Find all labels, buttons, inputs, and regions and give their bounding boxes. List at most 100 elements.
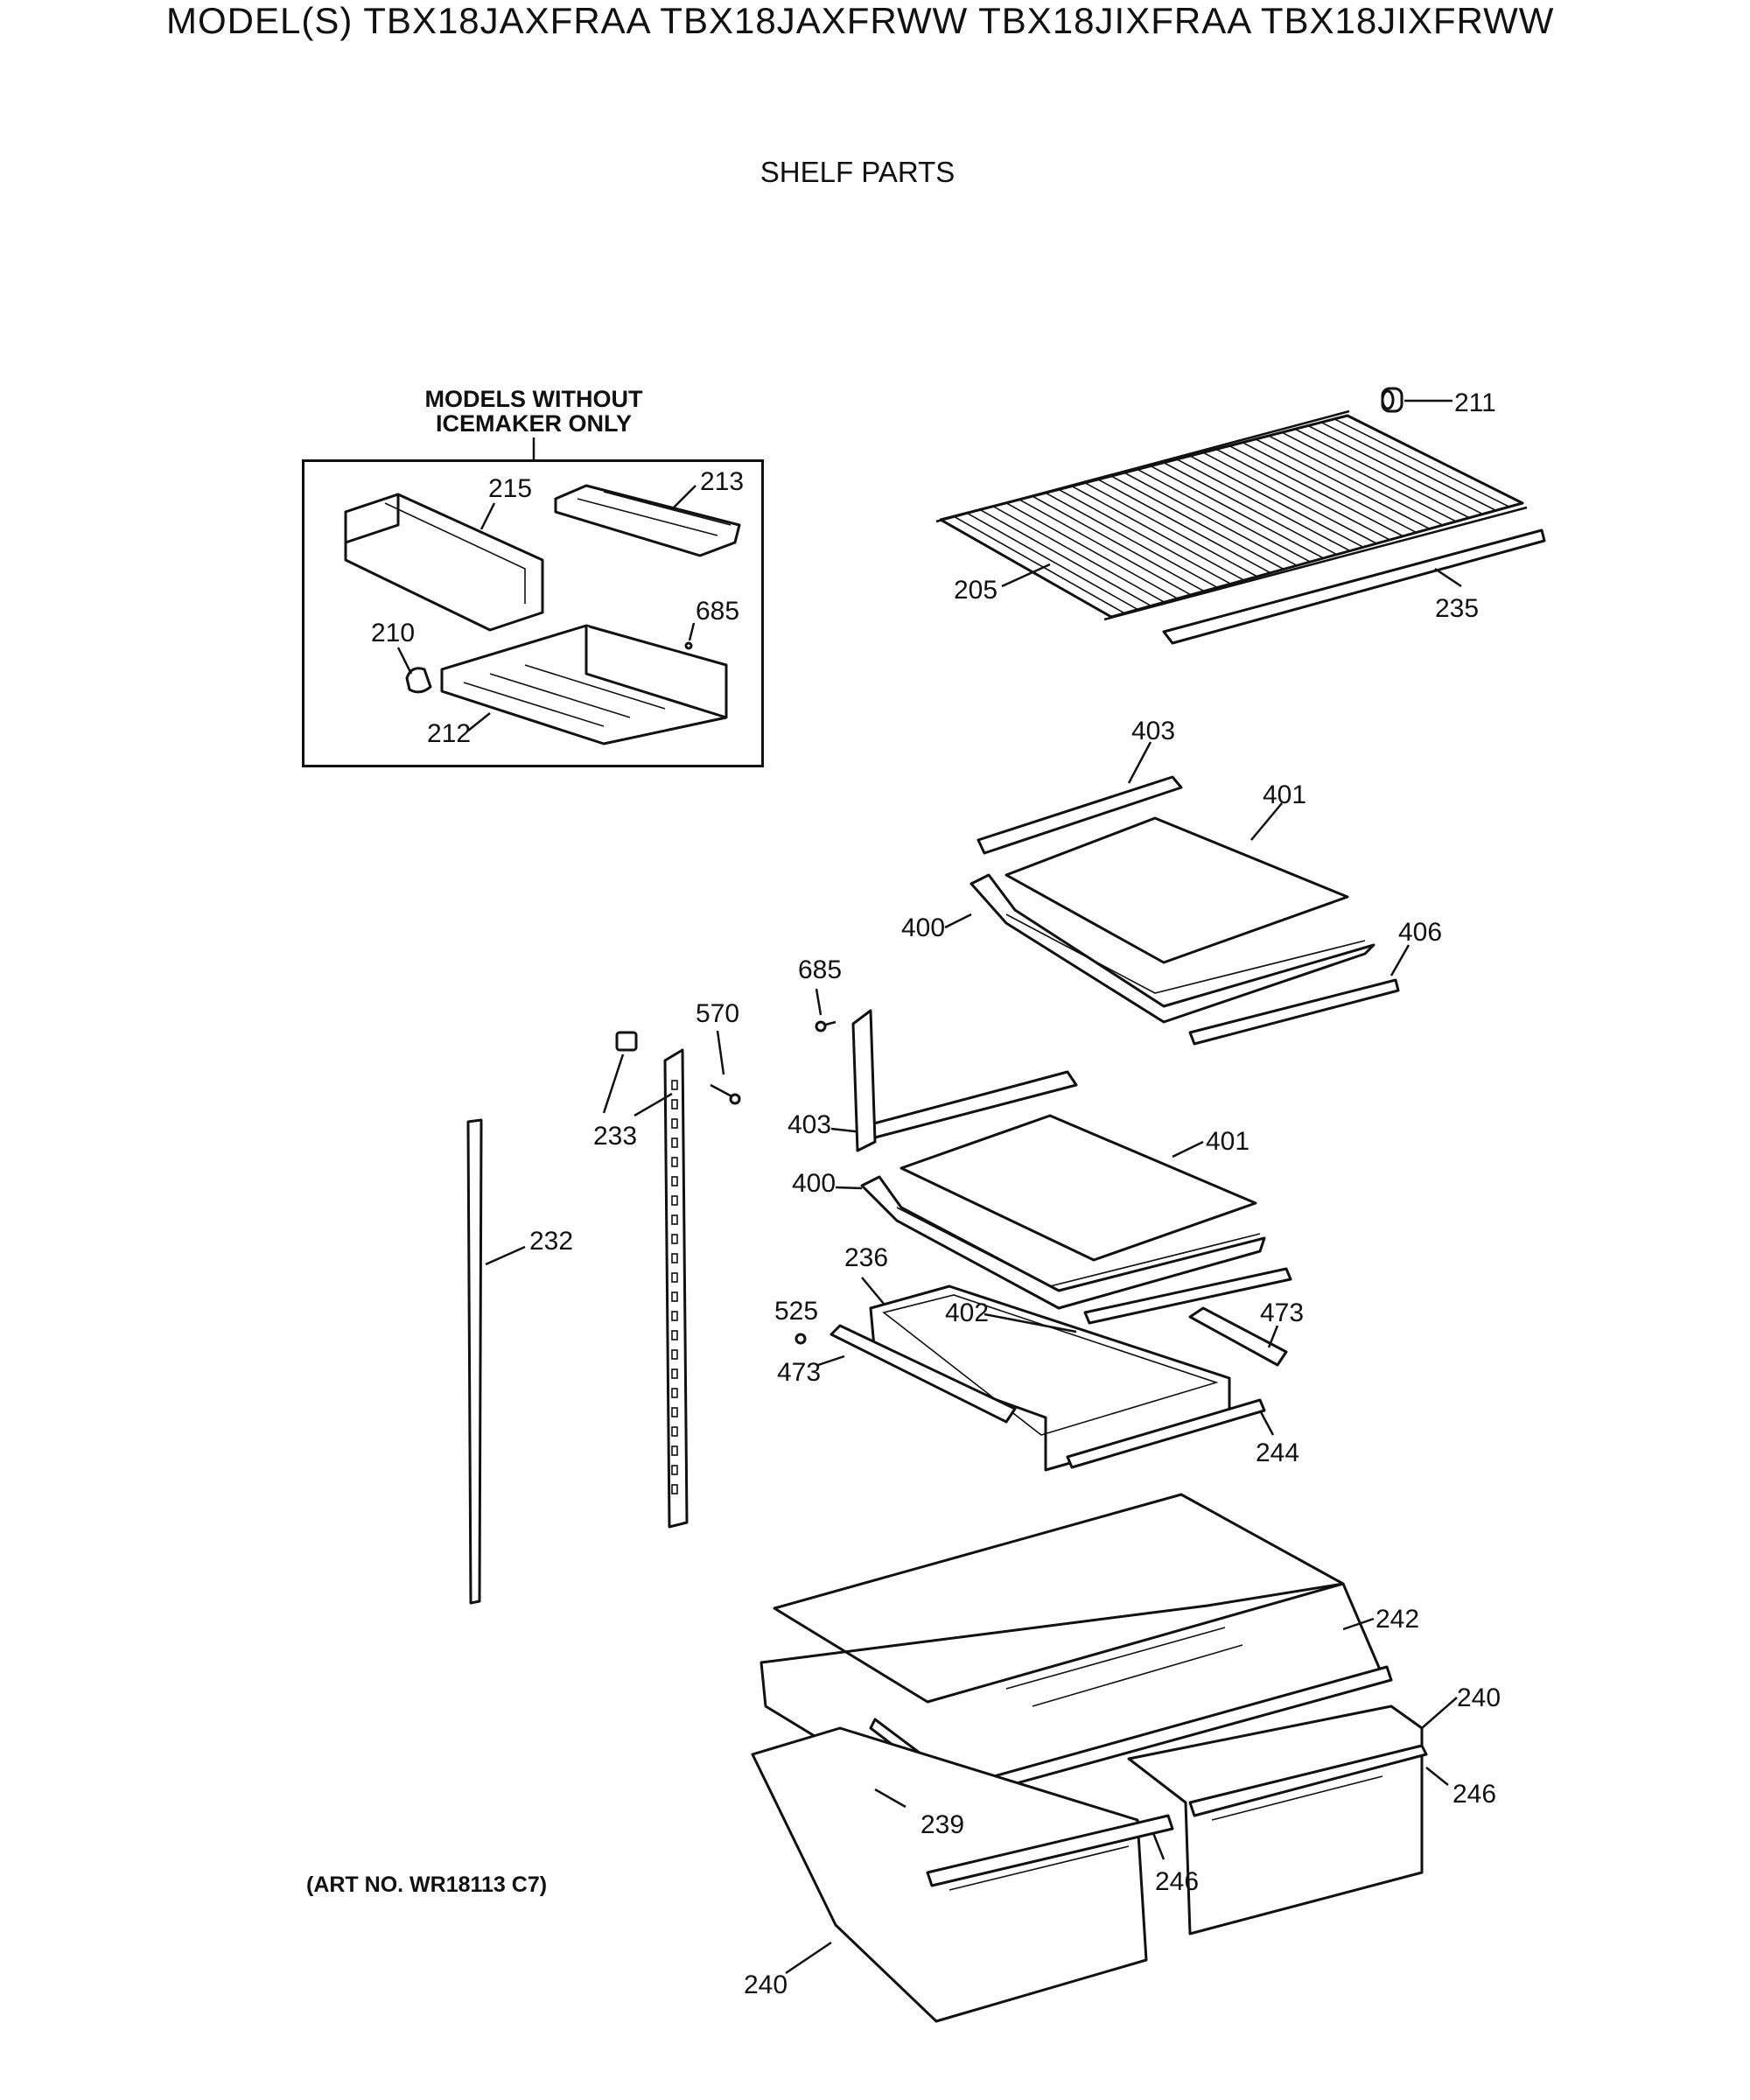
callout-403-upper: 403 xyxy=(1131,717,1175,746)
callout-211: 211 xyxy=(1454,388,1496,417)
wire-rod xyxy=(1215,448,1390,541)
wire-rod xyxy=(1347,415,1523,504)
shelf-trim-235 xyxy=(1162,528,1546,645)
callout-213: 213 xyxy=(700,467,744,496)
screw-570 xyxy=(710,1083,741,1105)
wire-rod xyxy=(940,519,1112,618)
callout-685: 685 xyxy=(798,956,842,984)
ladder-slot xyxy=(671,1214,678,1225)
leader-400-upper xyxy=(944,913,972,929)
leader-685-inset xyxy=(688,622,696,641)
callout-246-right: 246 xyxy=(1452,1780,1496,1809)
bucket-support-212 xyxy=(440,624,728,746)
wire-rod xyxy=(1176,458,1351,552)
wire-rod xyxy=(1307,424,1483,515)
art-number: (ART NO. WR18113 C7) xyxy=(306,1872,548,1897)
shelf-frame-400-upper xyxy=(970,873,1376,1024)
callout-403-lower: 403 xyxy=(788,1110,831,1139)
shelf-trim-403-upper xyxy=(976,775,1183,855)
ladder-slot xyxy=(671,1446,678,1456)
shelf-trim-406 xyxy=(1188,978,1400,1046)
ladder-slot xyxy=(671,1311,678,1321)
glass-shelf-401-upper xyxy=(1004,816,1349,964)
wire-rod xyxy=(1005,502,1179,599)
callout-473-left: 473 xyxy=(777,1358,821,1387)
bracket-233 xyxy=(615,1031,638,1052)
callout-212: 212 xyxy=(427,719,471,748)
callout-240-right: 240 xyxy=(1457,1684,1501,1712)
callout-215: 215 xyxy=(488,474,532,503)
ladder-slot xyxy=(671,1176,678,1186)
wire-rod xyxy=(992,505,1166,603)
callout-244: 244 xyxy=(1256,1438,1299,1467)
ladder-slot xyxy=(671,1253,678,1264)
ladder-slot xyxy=(671,1138,678,1148)
leader-242 xyxy=(1342,1617,1375,1631)
leader-473-right xyxy=(1267,1325,1279,1348)
callout-232: 232 xyxy=(529,1227,573,1256)
leader-233b xyxy=(634,1092,673,1117)
leader-401-upper xyxy=(1250,802,1283,841)
leader-212 xyxy=(467,712,491,732)
callout-246-left: 246 xyxy=(1155,1867,1199,1896)
callout-570: 570 xyxy=(696,999,739,1028)
wire-rod xyxy=(1202,452,1377,544)
wire-rod xyxy=(1163,462,1338,556)
wire-rod xyxy=(1097,479,1271,574)
callout-400-upper: 400 xyxy=(901,914,945,942)
callout-685-inset: 685 xyxy=(696,597,739,626)
ladder-slot xyxy=(671,1349,678,1360)
wire-shelf-205 xyxy=(935,410,1528,621)
slide-rail-473-right xyxy=(1188,1306,1288,1367)
ladder-slot xyxy=(671,1080,678,1090)
ladder-slot xyxy=(671,1407,678,1418)
leader-402 xyxy=(984,1312,1077,1334)
leader-239 xyxy=(874,1788,906,1809)
shelf-ladder-center xyxy=(663,1048,689,1529)
leader-403-upper xyxy=(1127,741,1152,784)
callout-210: 210 xyxy=(371,619,415,648)
callout-235: 235 xyxy=(1435,594,1479,623)
shelf-trim-244 xyxy=(1066,1398,1266,1469)
wire-rod xyxy=(1242,441,1418,534)
spacer-211 xyxy=(1381,387,1404,413)
wire-rod xyxy=(1294,428,1470,519)
callout-400-lower: 400 xyxy=(792,1169,836,1198)
wire-rod xyxy=(1071,485,1244,581)
leader-215 xyxy=(480,502,496,530)
shelf-support-upper xyxy=(851,1009,877,1152)
leader-213 xyxy=(673,485,696,508)
ladder-slot xyxy=(671,1234,678,1244)
leader-236 xyxy=(861,1277,885,1305)
wire-rod xyxy=(1110,475,1284,570)
wire-rod xyxy=(1255,438,1431,530)
callout-240-left: 240 xyxy=(744,1970,788,1999)
wire-rod xyxy=(1189,455,1364,549)
callout-239: 239 xyxy=(920,1810,964,1839)
ice-bucket-215 xyxy=(344,493,544,632)
ice-tray-213 xyxy=(554,484,741,557)
shelf-ladder-232 xyxy=(466,1118,483,1605)
wire-rod xyxy=(1084,482,1258,578)
ladder-slot xyxy=(671,1292,678,1302)
leader-246-left xyxy=(1152,1832,1166,1860)
ladder-slot xyxy=(671,1157,678,1167)
ladder-slot xyxy=(671,1368,678,1379)
ladder-slot xyxy=(671,1099,678,1110)
screw-685-inset xyxy=(684,641,693,650)
wire-rod xyxy=(966,512,1138,611)
wire-rod xyxy=(1228,444,1404,537)
leader-210 xyxy=(396,647,413,675)
leader-235 xyxy=(1434,567,1462,588)
ladder-slot xyxy=(671,1272,678,1283)
leader-570 xyxy=(716,1030,725,1075)
wire-rod xyxy=(1334,418,1510,508)
leader-473-left xyxy=(817,1354,845,1367)
ladder-slot xyxy=(671,1195,678,1206)
callout-236: 236 xyxy=(844,1243,888,1272)
section-title: SHELF PARTS xyxy=(760,156,956,188)
ladder-slot xyxy=(671,1465,678,1475)
wire-rod xyxy=(1058,488,1231,584)
wire-rod xyxy=(1045,492,1218,589)
